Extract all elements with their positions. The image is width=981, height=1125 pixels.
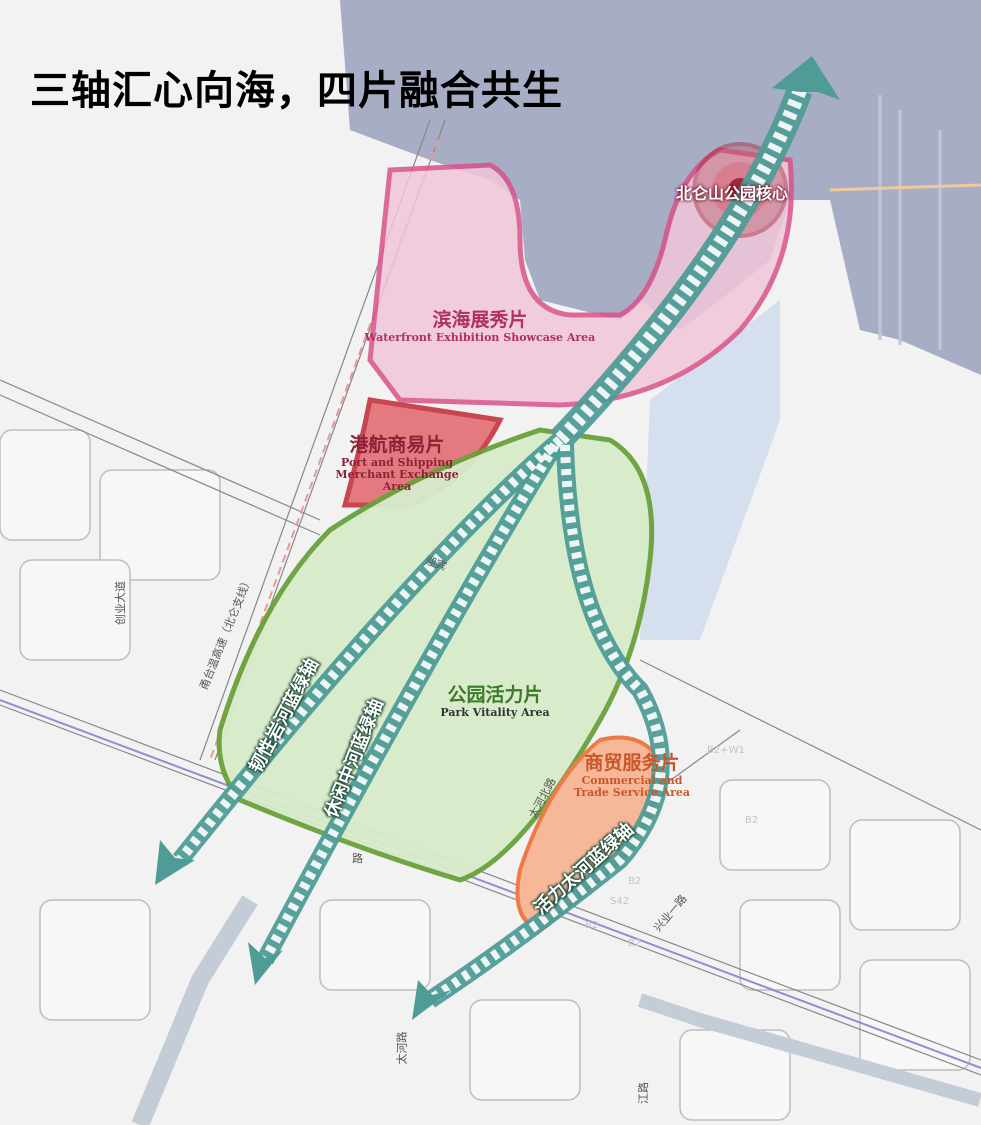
land-code: S42 xyxy=(610,896,630,907)
zone-label-port: 港航商易片 Port and Shipping Merchant Exchang… xyxy=(335,434,459,493)
arrow-up-icon xyxy=(772,56,840,100)
land-code: B2 xyxy=(585,920,599,931)
core-label: 北仑山公园核心 xyxy=(676,184,789,203)
land-code: B2 xyxy=(628,876,642,887)
city-blocks xyxy=(0,429,971,1121)
road-label: 创业大道 xyxy=(114,581,127,625)
zone-label-waterfront: 滨海展秀片 Waterfront Exhibition Showcase Are… xyxy=(364,309,596,344)
land-code: B2 xyxy=(628,938,642,949)
axis-trunk xyxy=(550,85,813,449)
page-title: 三轴汇心向海，四片融合共生 xyxy=(30,68,563,114)
waterfront-zone xyxy=(367,147,794,408)
land-code: B2 xyxy=(745,815,759,826)
arrow-down-left-icon xyxy=(155,840,195,885)
water-area xyxy=(300,0,981,375)
road-label: 太河路 xyxy=(395,1031,409,1065)
road-label: 路 xyxy=(352,852,363,865)
green-blue-axes xyxy=(172,85,813,1008)
arrow-down-left-icon xyxy=(248,942,283,985)
land-code: B2+W1 xyxy=(707,745,745,756)
road-label: 江路 xyxy=(637,1082,650,1104)
zone-label-park: 公园活力片 Park Vitality Area xyxy=(440,684,550,719)
arrow-down-left-icon xyxy=(412,980,452,1020)
zone-label-commercial: 商贸服务片 Commercial and Trade Service Area xyxy=(573,752,691,799)
axis-arrowheads xyxy=(155,56,840,1020)
